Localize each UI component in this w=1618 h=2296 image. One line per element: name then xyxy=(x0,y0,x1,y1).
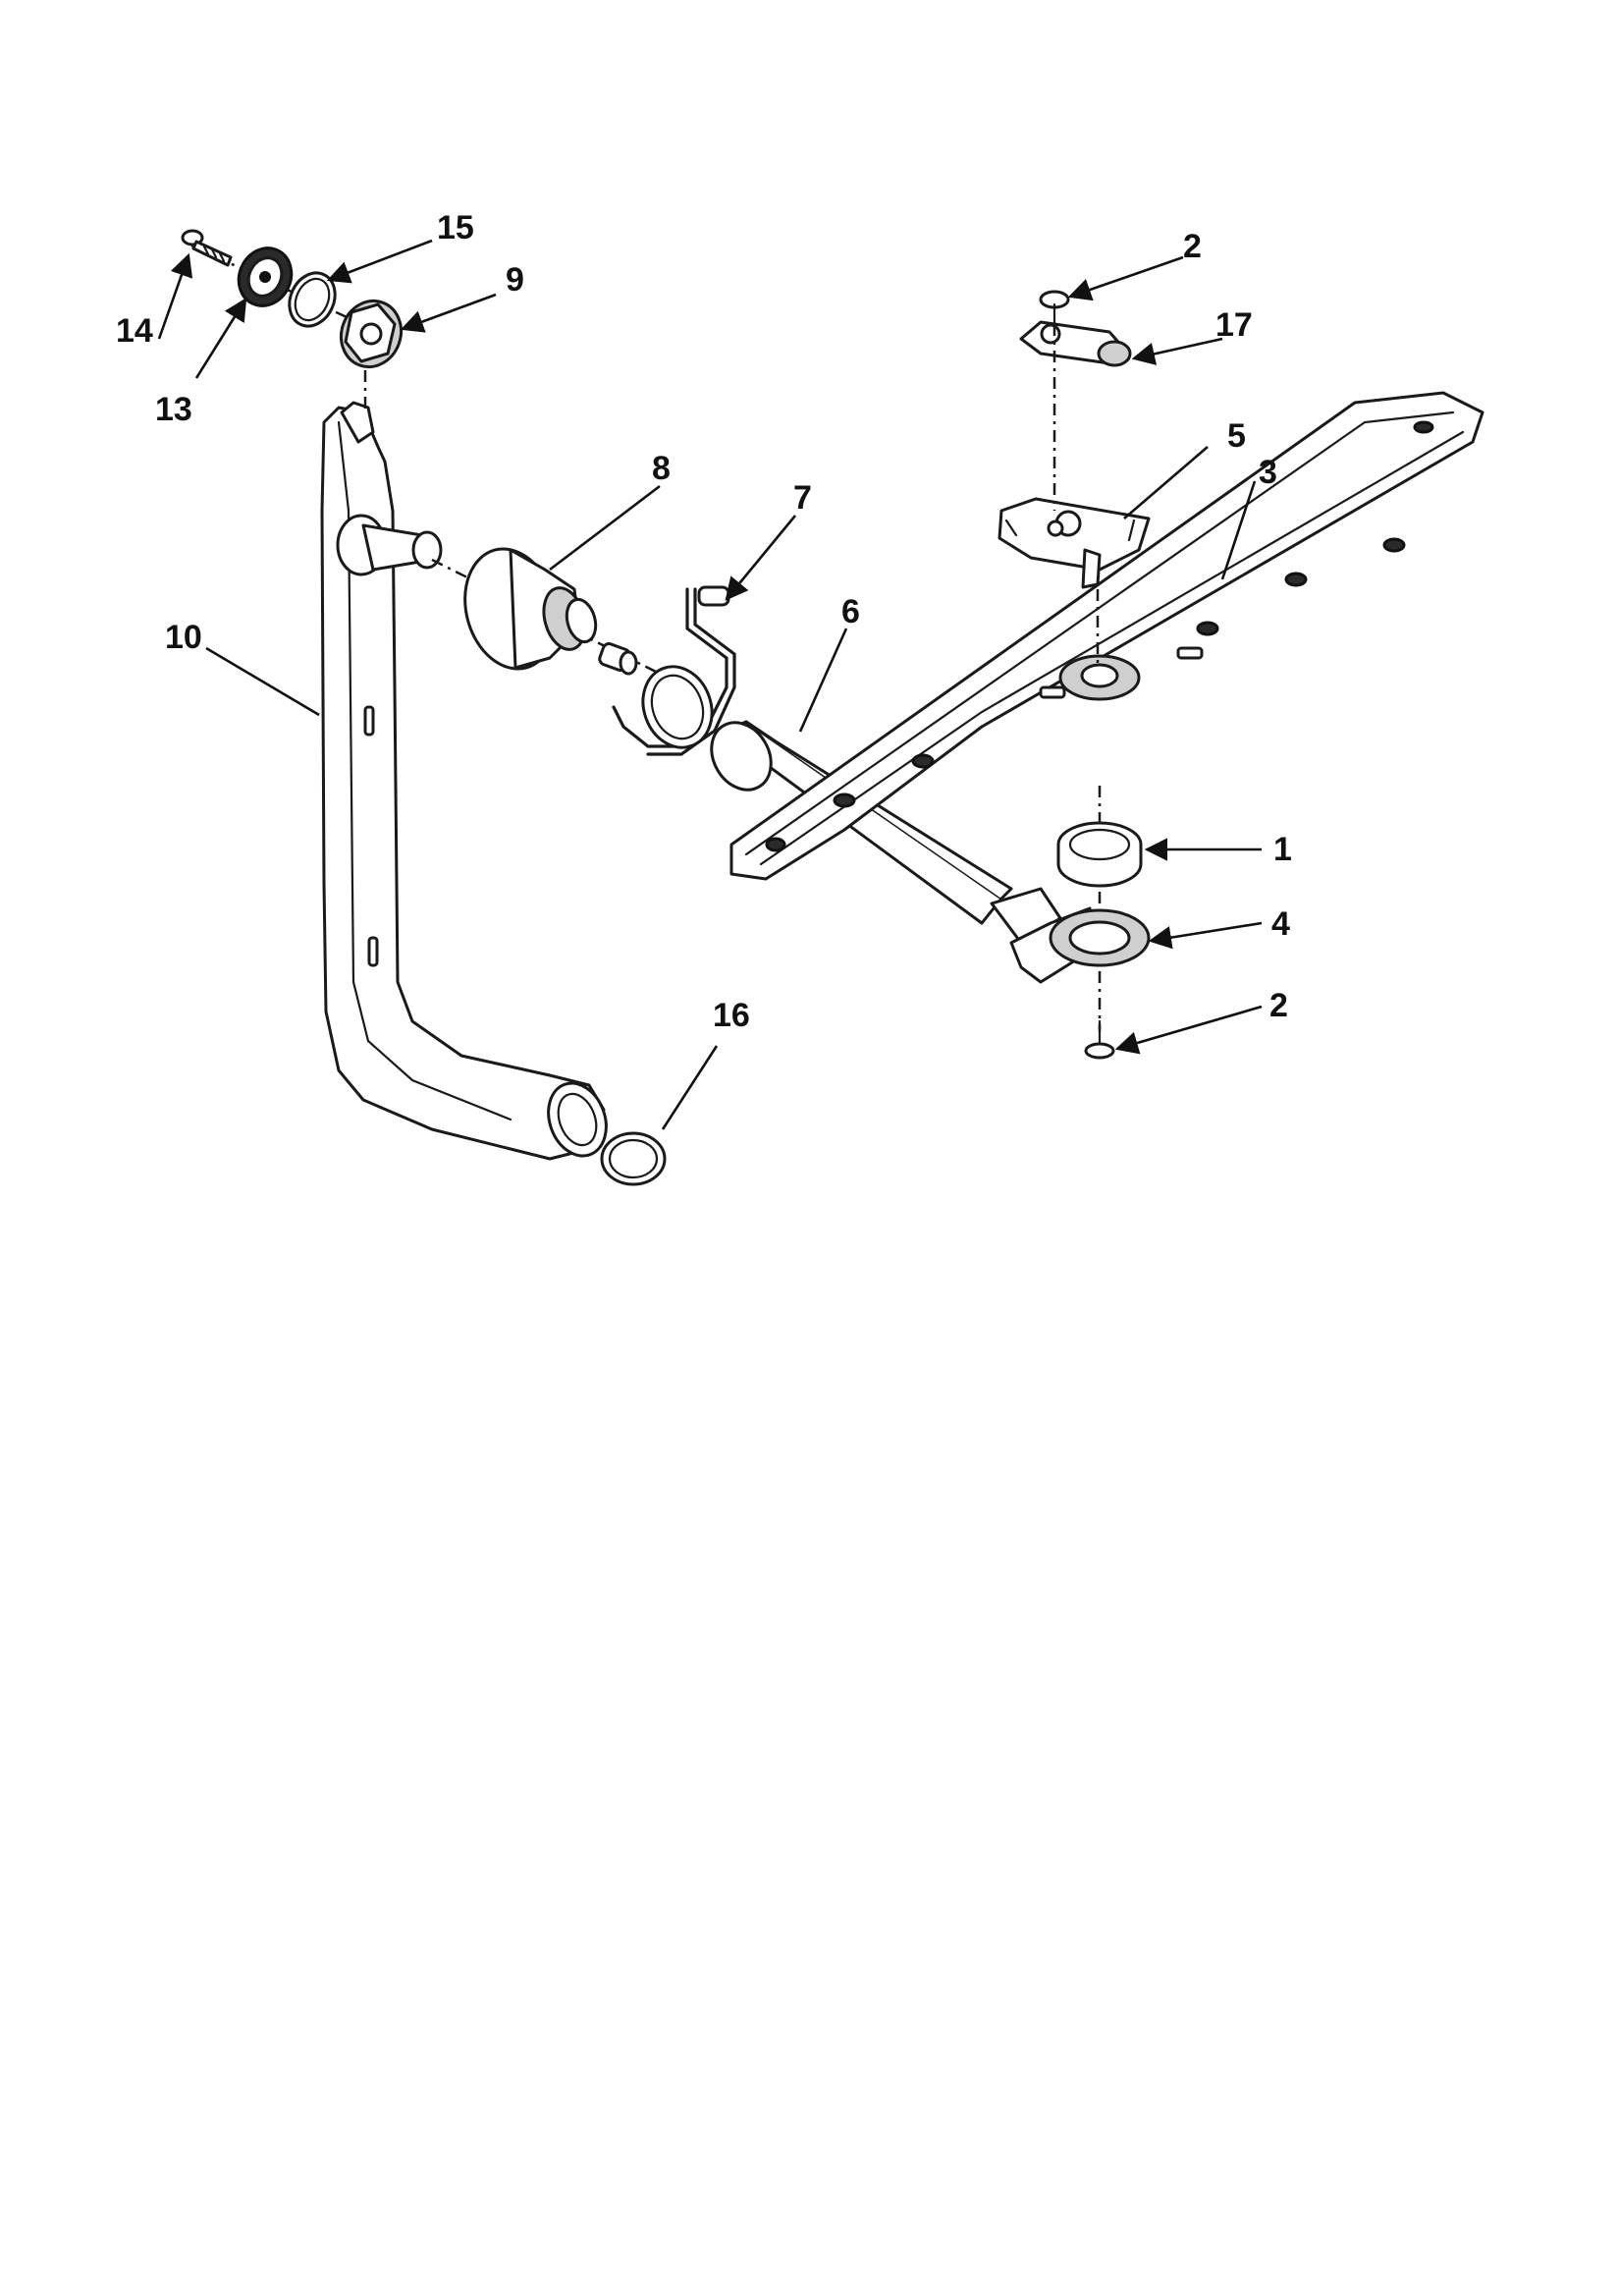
nut-part-9 xyxy=(340,299,403,369)
callout-2-top: 2 xyxy=(1183,228,1202,265)
leader-2-bottom xyxy=(1114,1005,1263,1055)
callout-1: 1 xyxy=(1273,831,1292,868)
leader-13 xyxy=(194,298,247,379)
bearing-part-8 xyxy=(463,547,598,671)
bearing-ring-part-1 xyxy=(1056,821,1143,888)
washer-part-13 xyxy=(237,246,294,307)
callout-2-bottom: 2 xyxy=(1269,987,1288,1024)
callout-6: 6 xyxy=(841,593,860,630)
callout-13: 13 xyxy=(155,391,192,428)
screw-part-14 xyxy=(181,229,233,267)
tube-part-6 xyxy=(710,720,1062,945)
leader-4 xyxy=(1148,921,1263,950)
callout-15: 15 xyxy=(437,209,474,246)
callout-9: 9 xyxy=(506,261,524,299)
leader-16 xyxy=(661,1045,719,1130)
callout-labels: 15 9 14 13 8 7 6 10 2 17 5 3 1 4 2 16 xyxy=(116,209,1292,1034)
leader-7 xyxy=(725,515,797,601)
screw-part-2-top xyxy=(1039,290,1070,326)
o-ring-part-16 xyxy=(600,1131,667,1186)
leader-3 xyxy=(1220,480,1257,580)
leader-10 xyxy=(205,646,320,717)
callout-10: 10 xyxy=(165,619,202,656)
leader-9 xyxy=(400,293,497,333)
leader-8 xyxy=(549,484,661,572)
leader-17 xyxy=(1131,337,1223,365)
cap-part-17 xyxy=(1019,320,1132,367)
callout-7: 7 xyxy=(793,479,812,517)
leader-5 xyxy=(1123,446,1209,519)
spray-arm-part-3 xyxy=(729,391,1484,881)
leader-14 xyxy=(157,252,193,340)
leader-lines xyxy=(157,239,1263,1130)
connector-part xyxy=(598,642,638,676)
callout-17: 17 xyxy=(1215,306,1253,344)
screw-part-2-bottom xyxy=(1084,1019,1115,1060)
callout-3: 3 xyxy=(1259,454,1277,491)
supply-tube-part xyxy=(320,401,608,1161)
bracket-part-5 xyxy=(998,497,1151,589)
callout-16: 16 xyxy=(713,997,750,1034)
leader-2-top xyxy=(1067,255,1184,301)
leader-15 xyxy=(326,239,433,284)
callout-8: 8 xyxy=(652,450,671,487)
callout-4: 4 xyxy=(1271,905,1290,943)
callout-14: 14 xyxy=(116,312,153,350)
o-ring-part-15 xyxy=(288,271,337,328)
leader-6 xyxy=(798,628,848,733)
callout-5: 5 xyxy=(1227,417,1246,455)
